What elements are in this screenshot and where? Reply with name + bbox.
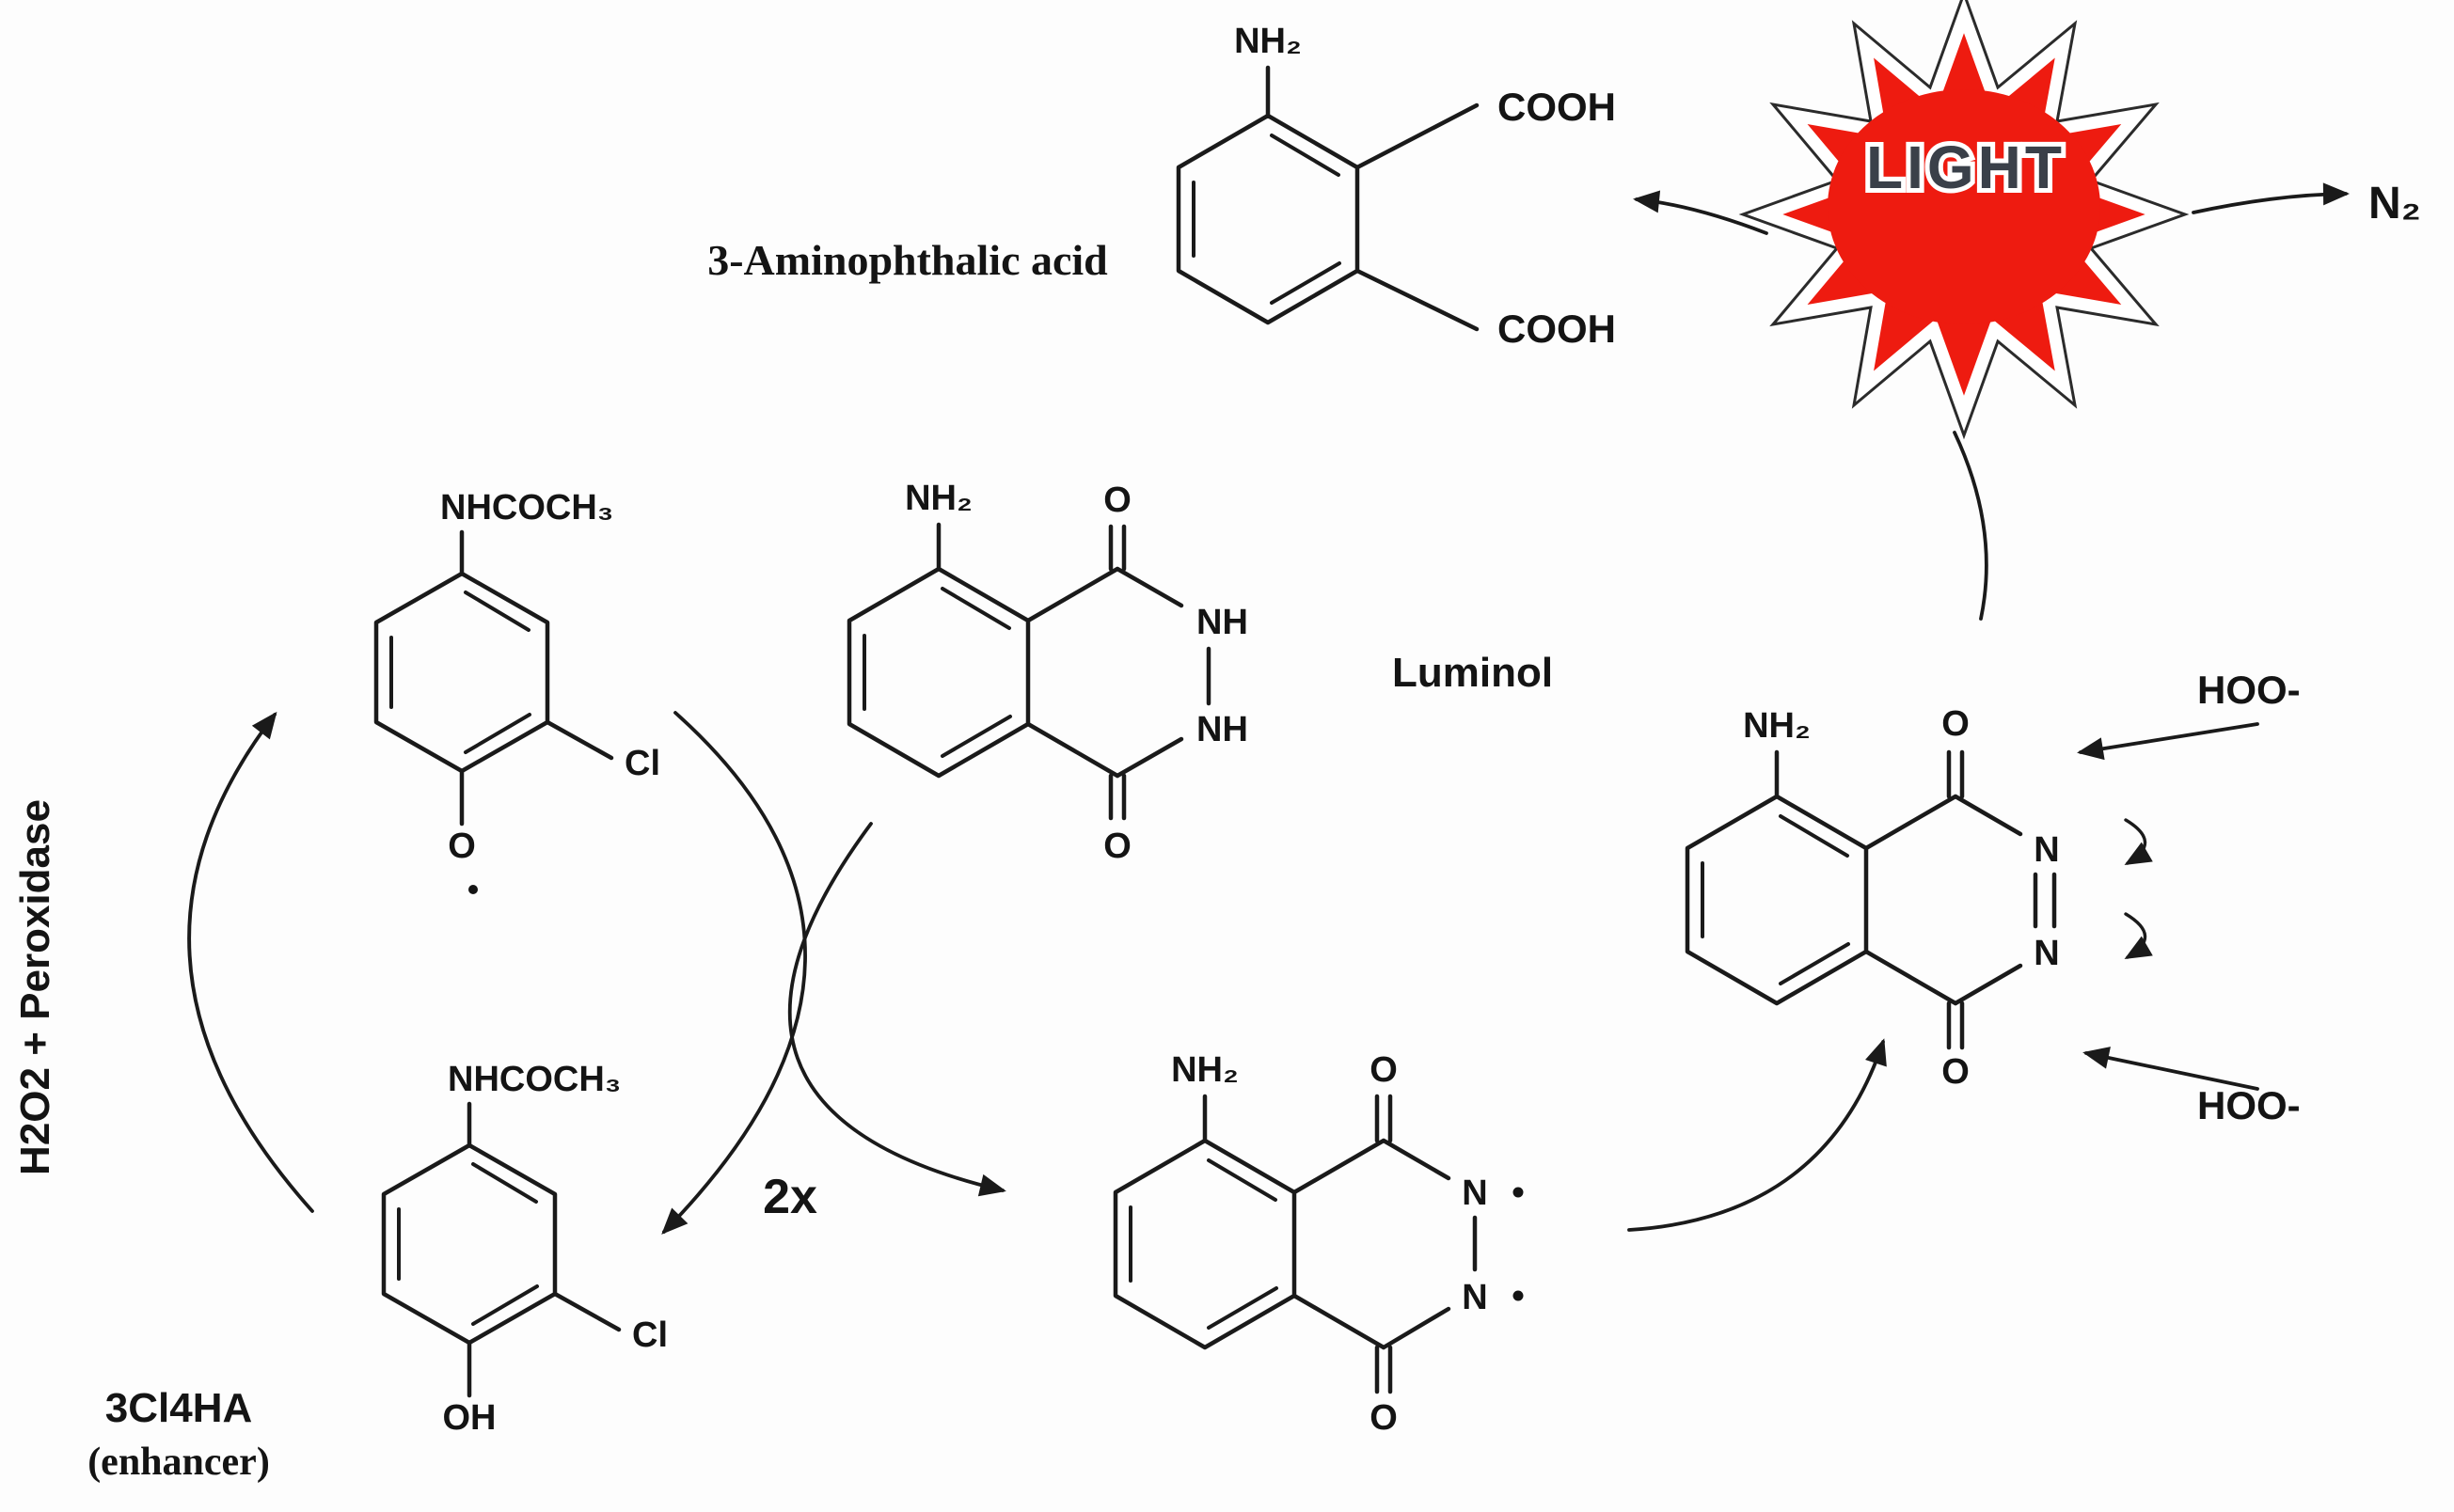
nh2-label: NH₂ (1743, 706, 1811, 746)
double-bond (1270, 134, 1340, 177)
bond (1354, 102, 1480, 170)
n-top-label: N (1462, 1173, 1487, 1213)
arrow-cycle-right (661, 711, 807, 1235)
arrow-hoo-top (2077, 722, 2259, 761)
reaction-arrows (187, 711, 1887, 1235)
nh2-label: NH₂ (1171, 1050, 1239, 1090)
burst-tail (1953, 431, 1988, 621)
luminol-label: Luminol (1392, 650, 1553, 696)
enhancer-name-label: 3Cl4HA (105, 1385, 253, 1431)
enhancer-radical-structure: NHCOCH₃ Cl O (373, 488, 660, 894)
double-bond (941, 715, 1012, 758)
light-label: LIGHT (1866, 134, 2066, 201)
ring-bond (1953, 963, 2023, 1006)
ring-bond (1381, 1306, 1451, 1350)
radical-dot (468, 885, 478, 894)
benzene-ring (1176, 113, 1360, 325)
hoo-bottom-label: HOO- (2197, 1083, 2301, 1127)
peroxidase-label: H2O2 + Peroxidase (12, 799, 58, 1175)
bond (1354, 268, 1480, 332)
ring-bond (1115, 736, 1184, 779)
double-bond (471, 1284, 539, 1326)
luminol-radical-structure: N N O O NH₂ (1113, 1050, 1524, 1438)
cooh-bottom-label: COOH (1497, 307, 1616, 351)
arrow-hoo-bottom (2082, 1047, 2259, 1091)
ring-bond (1863, 949, 1958, 1006)
n-bottom-label: N (1462, 1278, 1487, 1317)
nh2-label: NH₂ (905, 479, 973, 518)
nhcoch3-label: NHCOCH₃ (448, 1060, 621, 1099)
enhancer-structure: NHCOCH₃ Cl OH (381, 1060, 668, 1438)
aminophthalic-acid-structure: 3-Aminophthalic acid NH₂ COOH COOH (707, 22, 1616, 351)
ring-bond (1863, 794, 1958, 851)
ring-bond (1025, 721, 1120, 779)
ring-bond (1953, 794, 2023, 837)
o-top-label: O (1941, 704, 1970, 744)
double-bond (464, 713, 531, 754)
double-bond (1779, 814, 1849, 858)
double-bond (1270, 261, 1341, 305)
bond (545, 719, 614, 761)
nhcoch3-label: NHCOCH₃ (440, 488, 613, 528)
benzene-ring (373, 571, 550, 774)
double-bond (464, 591, 530, 632)
luminol-structure: NH NH O O NH₂ Luminol (847, 479, 1553, 866)
light-burst: LIGHT N₂ (1633, 0, 2421, 621)
cooh-top-label: COOH (1497, 85, 1616, 129)
enhancer-sub-label: (enhancer) (87, 1441, 270, 1484)
benzene-ring (1113, 1138, 1297, 1350)
o-top-label: O (1103, 480, 1132, 520)
o-bottom-label: O (1369, 1398, 1398, 1438)
benzene-ring (847, 566, 1031, 779)
arrow-cycle-left (187, 711, 314, 1213)
two-x-label: 2x (763, 1170, 817, 1224)
oh-label: OH (443, 1398, 497, 1438)
burst-red-core (1828, 89, 2100, 324)
ring-bond (1381, 1138, 1451, 1181)
double-bond (1207, 1158, 1277, 1202)
radical-dot (1512, 1290, 1524, 1301)
ring-bond (1291, 1138, 1386, 1195)
nh-top-label: NH (1196, 603, 1248, 642)
arrow-radical-to-diazaquinone (1627, 1038, 1887, 1232)
bond (552, 1291, 622, 1332)
double-bond (1779, 942, 1850, 985)
arrow-to-aminophthalic (1633, 190, 1768, 235)
cl-label: Cl (632, 1315, 668, 1355)
diazaquinone-structure: N N O O NH₂ HOO- HOO- (1685, 668, 2301, 1127)
benzene-ring (381, 1142, 558, 1346)
electron-curl-top (2124, 818, 2153, 866)
electron-curl-bottom (2124, 912, 2153, 960)
o-top-label: O (1369, 1050, 1398, 1090)
arrow-to-n2 (2192, 182, 2350, 214)
radical-dot (1512, 1187, 1524, 1198)
ring-bond (1291, 1293, 1386, 1350)
n2-label: N₂ (2368, 179, 2421, 228)
o-bottom-label: O (1941, 1052, 1970, 1092)
hoo-top-label: HOO- (2197, 668, 2301, 712)
double-bond (471, 1162, 538, 1204)
ring-bond (1025, 566, 1120, 623)
double-bond (941, 587, 1011, 630)
n-bottom-label: N (2034, 934, 2059, 973)
cl-label: Cl (625, 744, 660, 783)
double-bond (1207, 1286, 1278, 1330)
aminophthalic-acid-label: 3-Aminophthalic acid (707, 236, 1108, 284)
nh-bottom-label: NH (1196, 710, 1248, 749)
o-radical-label: O (448, 827, 476, 866)
arrow-luminol-to-radical (787, 822, 1006, 1197)
benzene-ring (1685, 794, 1869, 1006)
o-bottom-label: O (1103, 827, 1132, 866)
nh2-label: NH₂ (1234, 22, 1302, 61)
n-top-label: N (2034, 830, 2059, 870)
ring-bond (1115, 566, 1184, 608)
